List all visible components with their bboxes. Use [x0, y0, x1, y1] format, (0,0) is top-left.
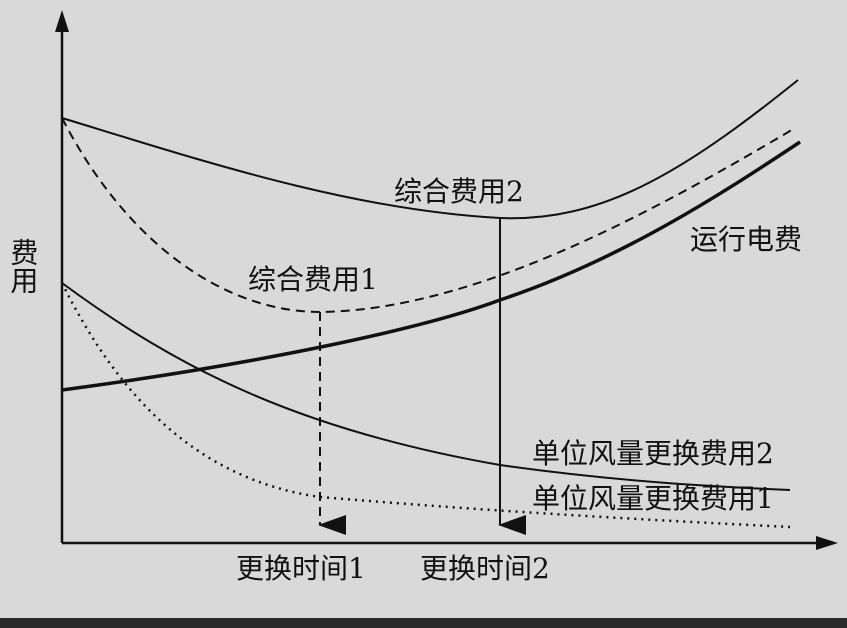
x-axis-arrow-icon — [816, 536, 838, 550]
bottom-border — [0, 618, 847, 628]
electricity-cost-label: 运行电费 — [690, 223, 803, 256]
combined-cost-1-label: 综合费用1 — [248, 263, 378, 296]
y-axis-label: 费用 — [6, 238, 40, 294]
replacement-cost-1-label: 单位风量更换费用1 — [532, 482, 774, 515]
replace-time-2-label: 更换时间2 — [420, 552, 550, 585]
y-axis-arrow-icon — [55, 10, 69, 32]
electricity-cost-curve — [61, 140, 801, 392]
replacement-cost-2-curve — [61, 282, 791, 491]
combined-cost-2-label: 综合费用2 — [394, 175, 524, 208]
replace-time-1-label: 更换时间1 — [236, 552, 366, 585]
replacement-cost-2-label: 单位风量更换费用2 — [532, 437, 774, 470]
combined-cost-1-curve — [61, 117, 796, 314]
combined-cost-2-curve — [61, 79, 799, 220]
